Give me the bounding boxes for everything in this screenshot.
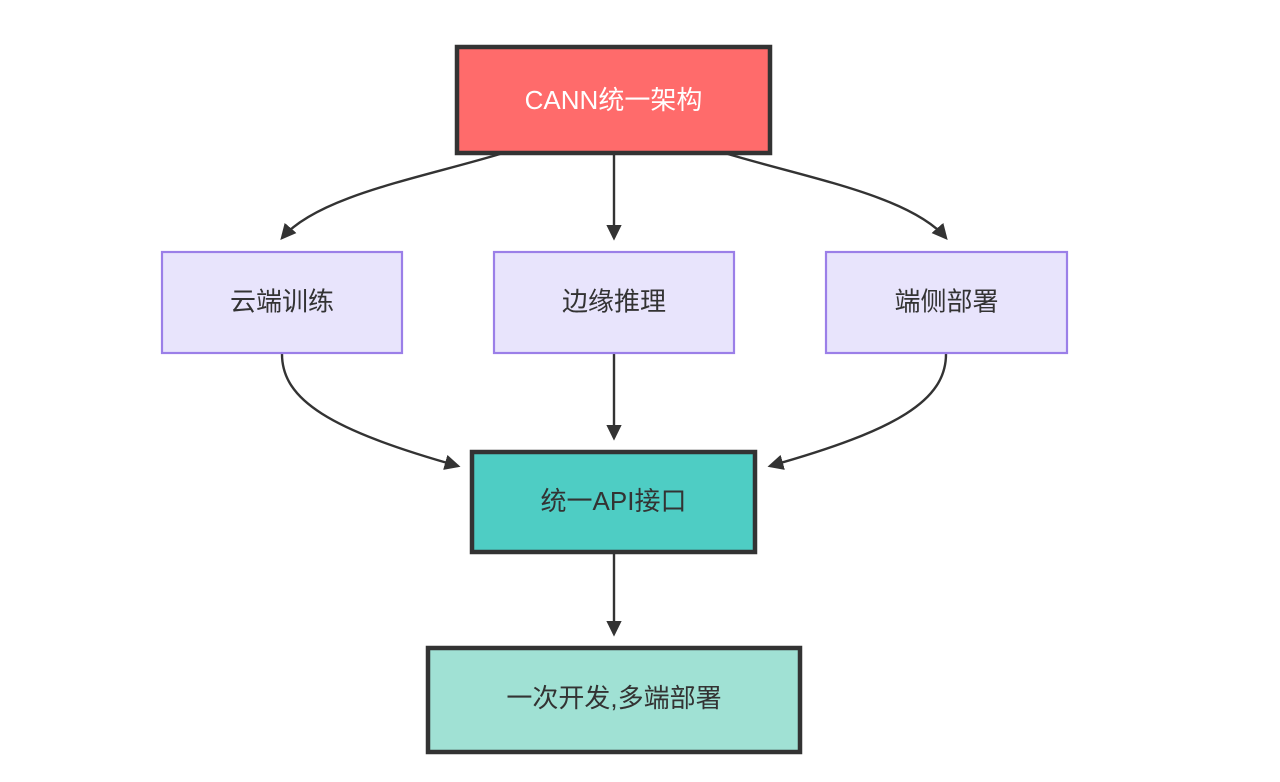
- edge-root-to-device: [727, 152, 948, 240]
- edge-device-to-api: [767, 353, 948, 470]
- node-edge-shape: [492, 250, 736, 355]
- node-root-label: CANN统一架构: [525, 85, 703, 115]
- edge-cloud-to-api: [280, 353, 461, 470]
- node-outcome[interactable]: 一次开发,多端部署: [425, 645, 803, 755]
- node-cloud-label: 云端训练: [230, 286, 334, 316]
- node-api[interactable]: 统一API接口: [469, 449, 758, 555]
- node-outcome-shape: [425, 645, 803, 755]
- node-cloud[interactable]: 云端训练: [160, 250, 404, 355]
- node-api-shape: [469, 449, 758, 555]
- node-device-shape: [824, 250, 1069, 355]
- node-device-label: 端侧部署: [894, 286, 998, 316]
- node-outcome-label: 一次开发,多端部署: [506, 683, 721, 713]
- edge-root-to-cloud: [280, 152, 501, 240]
- node-root[interactable]: CANN统一架构: [454, 44, 773, 156]
- node-api-label: 统一API接口: [541, 486, 687, 516]
- node-cloud-shape: [160, 250, 404, 355]
- node-edge-label: 边缘推理: [562, 286, 666, 316]
- node-device[interactable]: 端侧部署: [824, 250, 1069, 355]
- node-root-shape: [454, 44, 773, 156]
- edge-group: [280, 152, 948, 637]
- node-edge[interactable]: 边缘推理: [492, 250, 736, 355]
